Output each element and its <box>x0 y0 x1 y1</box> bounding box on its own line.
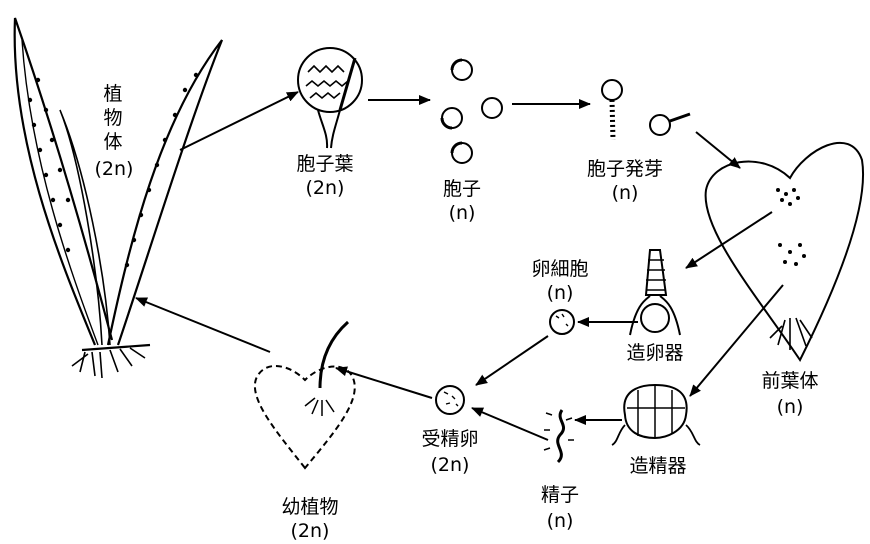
spore-germination-ploidy: (n) <box>575 182 675 204</box>
egg-cell-ploidy: (n) <box>520 282 600 304</box>
sporophyll-illustration <box>298 48 362 148</box>
antheridium-name: 造精器 <box>618 455 698 477</box>
sporophyll-ploidy: (2n) <box>280 177 370 199</box>
young-plant-name: 幼植物 <box>265 496 355 518</box>
plant-ploidy: (2n) <box>90 158 138 180</box>
archegonium-name: 造卵器 <box>615 342 695 364</box>
sperm-illustration <box>544 410 574 462</box>
prothallus-name: 前葉体 <box>740 370 840 392</box>
prothallus-illustration <box>706 143 863 360</box>
spore-germination-illustration <box>602 80 690 140</box>
zygote-name: 受精卵 <box>405 428 495 450</box>
sperm-name: 精子 <box>525 484 595 506</box>
spores-illustration <box>442 60 502 163</box>
prothallus-ploidy: (n) <box>740 396 840 418</box>
spore-name: 胞子 <box>432 178 492 200</box>
spore-ploidy: (n) <box>432 202 492 224</box>
sporophyll-name: 胞子葉 <box>280 153 370 175</box>
sperm-ploidy: (n) <box>525 510 595 532</box>
egg-cell-illustration <box>550 310 574 334</box>
egg-cell-name: 卵細胞 <box>520 258 600 280</box>
antheridium-illustration <box>612 385 700 445</box>
spore-germination-name: 胞子発芽 <box>575 158 675 180</box>
mature-plant-illustration <box>15 18 222 378</box>
plant-label: 植 物 体 <box>101 82 125 154</box>
zygote-ploidy: (2n) <box>405 454 495 476</box>
young-plant-ploidy: (2n) <box>265 520 355 542</box>
young-plant-illustration <box>255 322 355 468</box>
zygote-illustration <box>436 386 464 414</box>
